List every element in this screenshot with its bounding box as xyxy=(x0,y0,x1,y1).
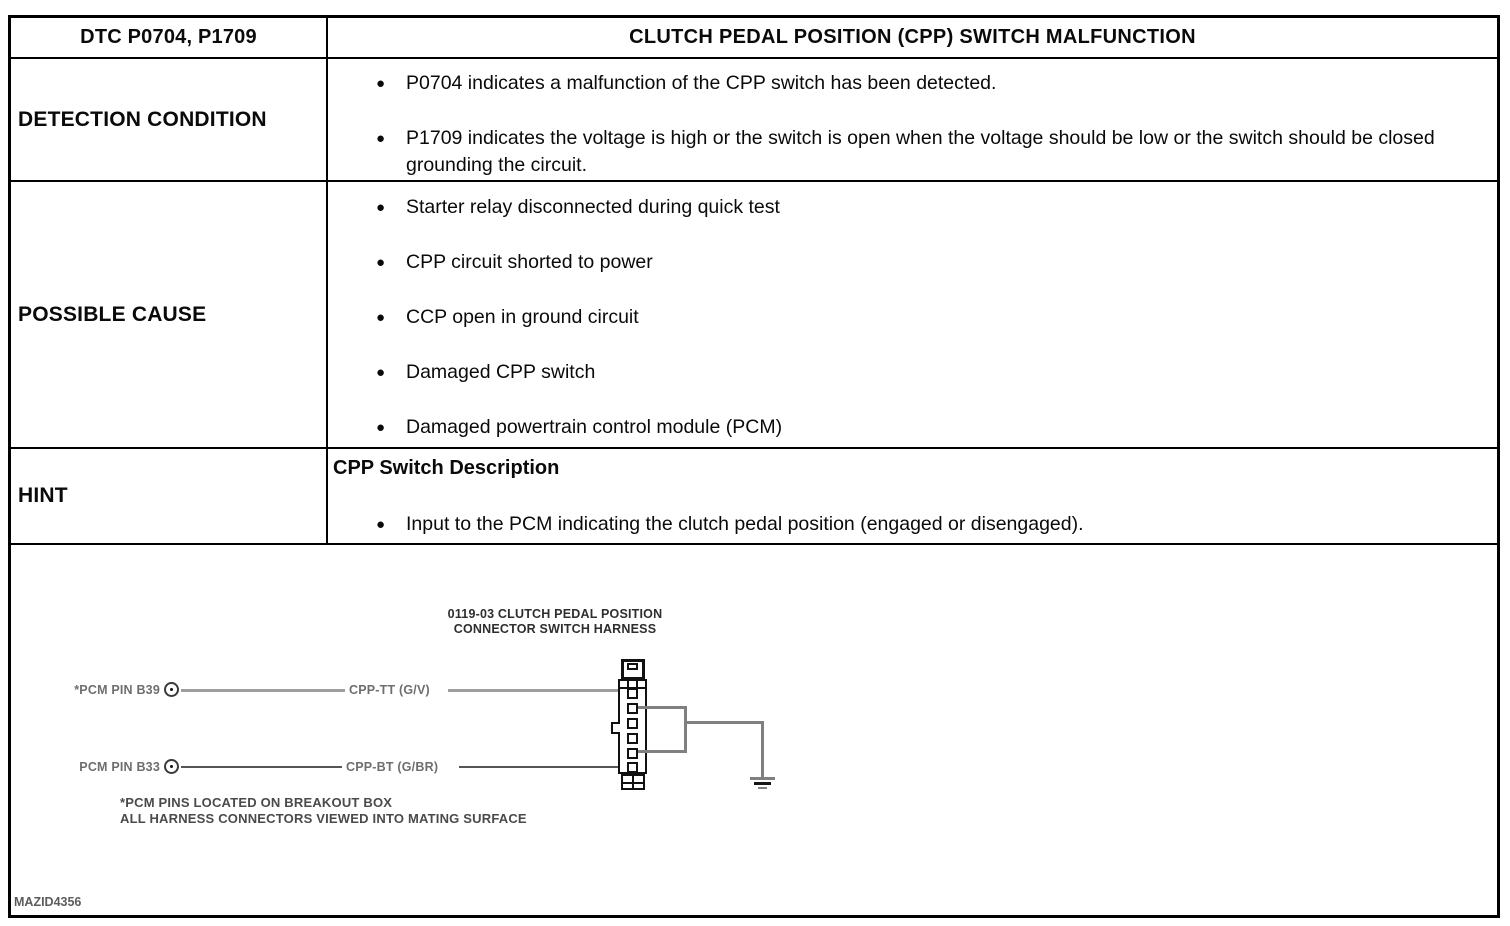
bullet-item: Damaged powertrain control module (PCM) xyxy=(328,414,1459,441)
ground-symbol-bar3 xyxy=(758,787,767,789)
hint-row: HINT CPP Switch Description Input to the… xyxy=(11,449,1497,545)
ground-wire-vertical xyxy=(761,721,764,778)
detection-condition-row: DETECTION CONDITION P0704 indicates a ma… xyxy=(11,59,1497,182)
connector-pin-5 xyxy=(627,748,638,759)
possible-cause-bullet-list: Starter relay disconnected during quick … xyxy=(328,182,1497,441)
possible-cause-row: POSSIBLE CAUSE Starter relay disconnecte… xyxy=(11,182,1497,449)
connector-bottom-collar xyxy=(621,774,645,790)
ground-symbol-bar2 xyxy=(754,782,771,785)
connector-body xyxy=(618,687,647,774)
wire-cpp-tt-label: CPP-TT (G/V) xyxy=(349,683,430,697)
bullet-item: Damaged CPP switch xyxy=(328,359,1459,386)
detection-bullet-list: P0704 indicates a malfunction of the CPP… xyxy=(328,59,1497,179)
detection-condition-label: DETECTION CONDITION xyxy=(11,59,328,180)
pcm-pin-b39-label: *PCM PIN B39 xyxy=(74,683,160,697)
connector-pin-6 xyxy=(627,762,638,773)
footnote-line1: *PCM PINS LOCATED ON BREAKOUT BOX xyxy=(120,795,393,810)
possible-cause-label: POSSIBLE CAUSE xyxy=(11,182,328,447)
connector-pin-4 xyxy=(627,733,638,744)
hint-content: CPP Switch Description Input to the PCM … xyxy=(328,449,1497,543)
ground-wire-horizontal xyxy=(687,721,763,724)
wiring-diagram: 0119-03 CLUTCH PEDAL POSITION CONNECTOR … xyxy=(11,545,1497,915)
pcm-pin-b33-label: PCM PIN B33 xyxy=(79,760,160,774)
hint-bullet-list: Input to the PCM indicating the clutch p… xyxy=(328,511,1497,538)
detection-condition-content: P0704 indicates a malfunction of the CPP… xyxy=(328,59,1497,180)
wire-cpp-bt-segment-right xyxy=(459,766,618,768)
figure-id: MAZID4356 xyxy=(14,895,82,909)
diagram-title-line1: 0119-03 CLUTCH PEDAL POSITION xyxy=(447,607,663,621)
hint-heading: CPP Switch Description xyxy=(333,457,560,479)
connector-latch-slot xyxy=(627,663,638,670)
wire-cpp-bt-segment-left xyxy=(181,766,342,768)
wire-cpp-tt-segment-left xyxy=(181,689,345,692)
diagram-footnote: *PCM PINS LOCATED ON BREAKOUT BOX ALL HA… xyxy=(120,795,527,827)
possible-cause-content: Starter relay disconnected during quick … xyxy=(328,182,1497,447)
switch-wire-bottom xyxy=(638,750,687,753)
footnote-line2: ALL HARNESS CONNECTORS VIEWED INTO MATIN… xyxy=(120,811,527,826)
diagram-title-line2: CONNECTOR SWITCH HARNESS xyxy=(453,622,657,636)
hint-label: HINT xyxy=(11,449,328,543)
bullet-item: CCP open in ground circuit xyxy=(328,304,1459,331)
pcm-pin-b39-terminal-icon xyxy=(164,682,179,697)
table-header-row: DTC P0704, P1709 CLUTCH PEDAL POSITION (… xyxy=(11,18,1497,59)
bullet-item: Input to the PCM indicating the clutch p… xyxy=(328,511,1459,538)
wire-cpp-tt-segment-right xyxy=(448,689,618,692)
dtc-table: DTC P0704, P1709 CLUTCH PEDAL POSITION (… xyxy=(8,15,1500,918)
bullet-item: P0704 indicates a malfunction of the CPP… xyxy=(328,70,1459,97)
bullet-item: Starter relay disconnected during quick … xyxy=(328,194,1459,221)
pcm-pin-b33-terminal-icon xyxy=(164,759,179,774)
connector-pin-1 xyxy=(627,688,638,699)
connector-latch xyxy=(621,659,645,680)
malfunction-title: CLUTCH PEDAL POSITION (CPP) SWITCH MALFU… xyxy=(629,26,1196,48)
connector-pin-2 xyxy=(627,703,638,714)
wire-cpp-bt-label: CPP-BT (G/BR) xyxy=(346,760,439,774)
switch-wire-top xyxy=(638,706,687,709)
switch-wire-vertical xyxy=(684,706,687,753)
ground-symbol-bar1 xyxy=(750,777,775,780)
connector-pin-3 xyxy=(627,718,638,729)
connector-side-notch xyxy=(611,722,620,734)
dtc-code-cell: DTC P0704, P1709 xyxy=(11,18,328,57)
bullet-item: CPP circuit shorted to power xyxy=(328,249,1459,276)
diagram-title: 0119-03 CLUTCH PEDAL POSITION CONNECTOR … xyxy=(425,607,685,637)
bullet-item: P1709 indicates the voltage is high or t… xyxy=(328,125,1459,179)
